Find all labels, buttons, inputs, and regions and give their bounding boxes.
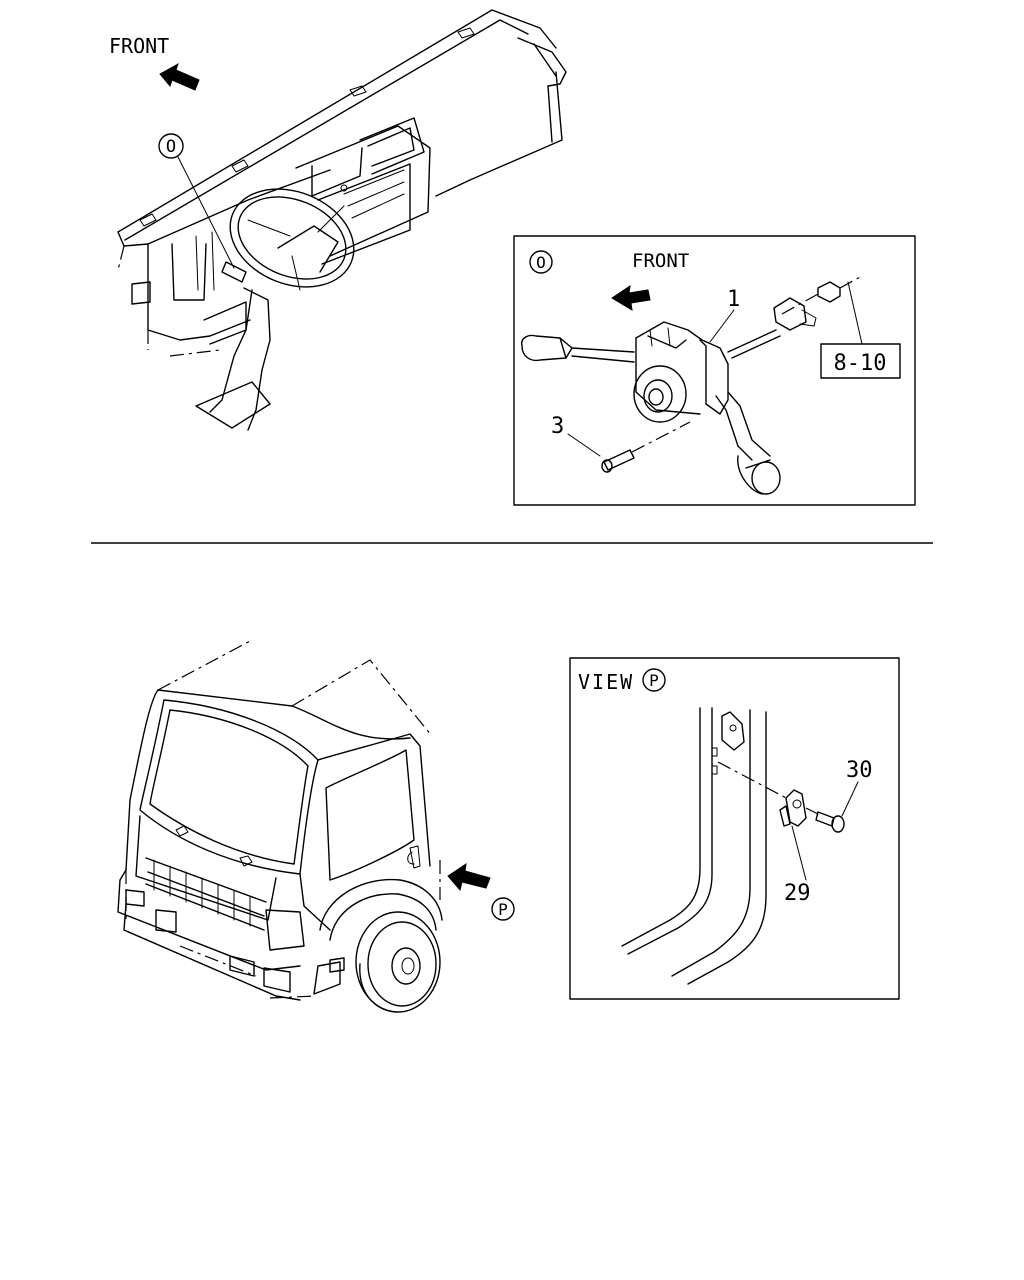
dashboard-drawing	[117, 9, 567, 431]
part-number-30: 30	[846, 758, 873, 783]
svg-text:O: O	[166, 137, 176, 157]
view-label: VIEW	[578, 670, 634, 694]
view-p-arrow-icon	[447, 862, 491, 892]
front-label-top: FRONT	[109, 34, 169, 58]
svg-text:P: P	[498, 900, 508, 919]
part-number-29: 29	[784, 881, 811, 906]
top-section: FRONT O	[109, 9, 916, 506]
svg-text:P: P	[649, 671, 659, 690]
part-number-1: 1	[727, 287, 740, 312]
door-pillar-drawing	[621, 707, 845, 985]
front-label-inset: FRONT	[632, 250, 689, 272]
inset-view-marker: P	[642, 668, 666, 692]
reference-box-8-10: 8-10	[820, 281, 901, 379]
inset-o-marker: O	[529, 250, 553, 274]
inset-view-p-panel: VIEW P	[569, 657, 900, 1000]
bottom-section: P VIEW P	[117, 639, 900, 1013]
combination-switch-drawing	[521, 275, 863, 495]
svg-text:8-10: 8-10	[834, 351, 887, 376]
callout-p-truck: P	[491, 897, 515, 921]
front-arrow-icon	[159, 62, 200, 91]
front-arrow-icon	[611, 284, 651, 311]
part-number-3: 3	[551, 414, 564, 439]
truck-cab-drawing	[117, 639, 443, 1013]
inset-o-panel: O FRONT	[513, 235, 916, 506]
callout-o-top: O	[158, 133, 235, 269]
svg-text:O: O	[536, 253, 546, 272]
